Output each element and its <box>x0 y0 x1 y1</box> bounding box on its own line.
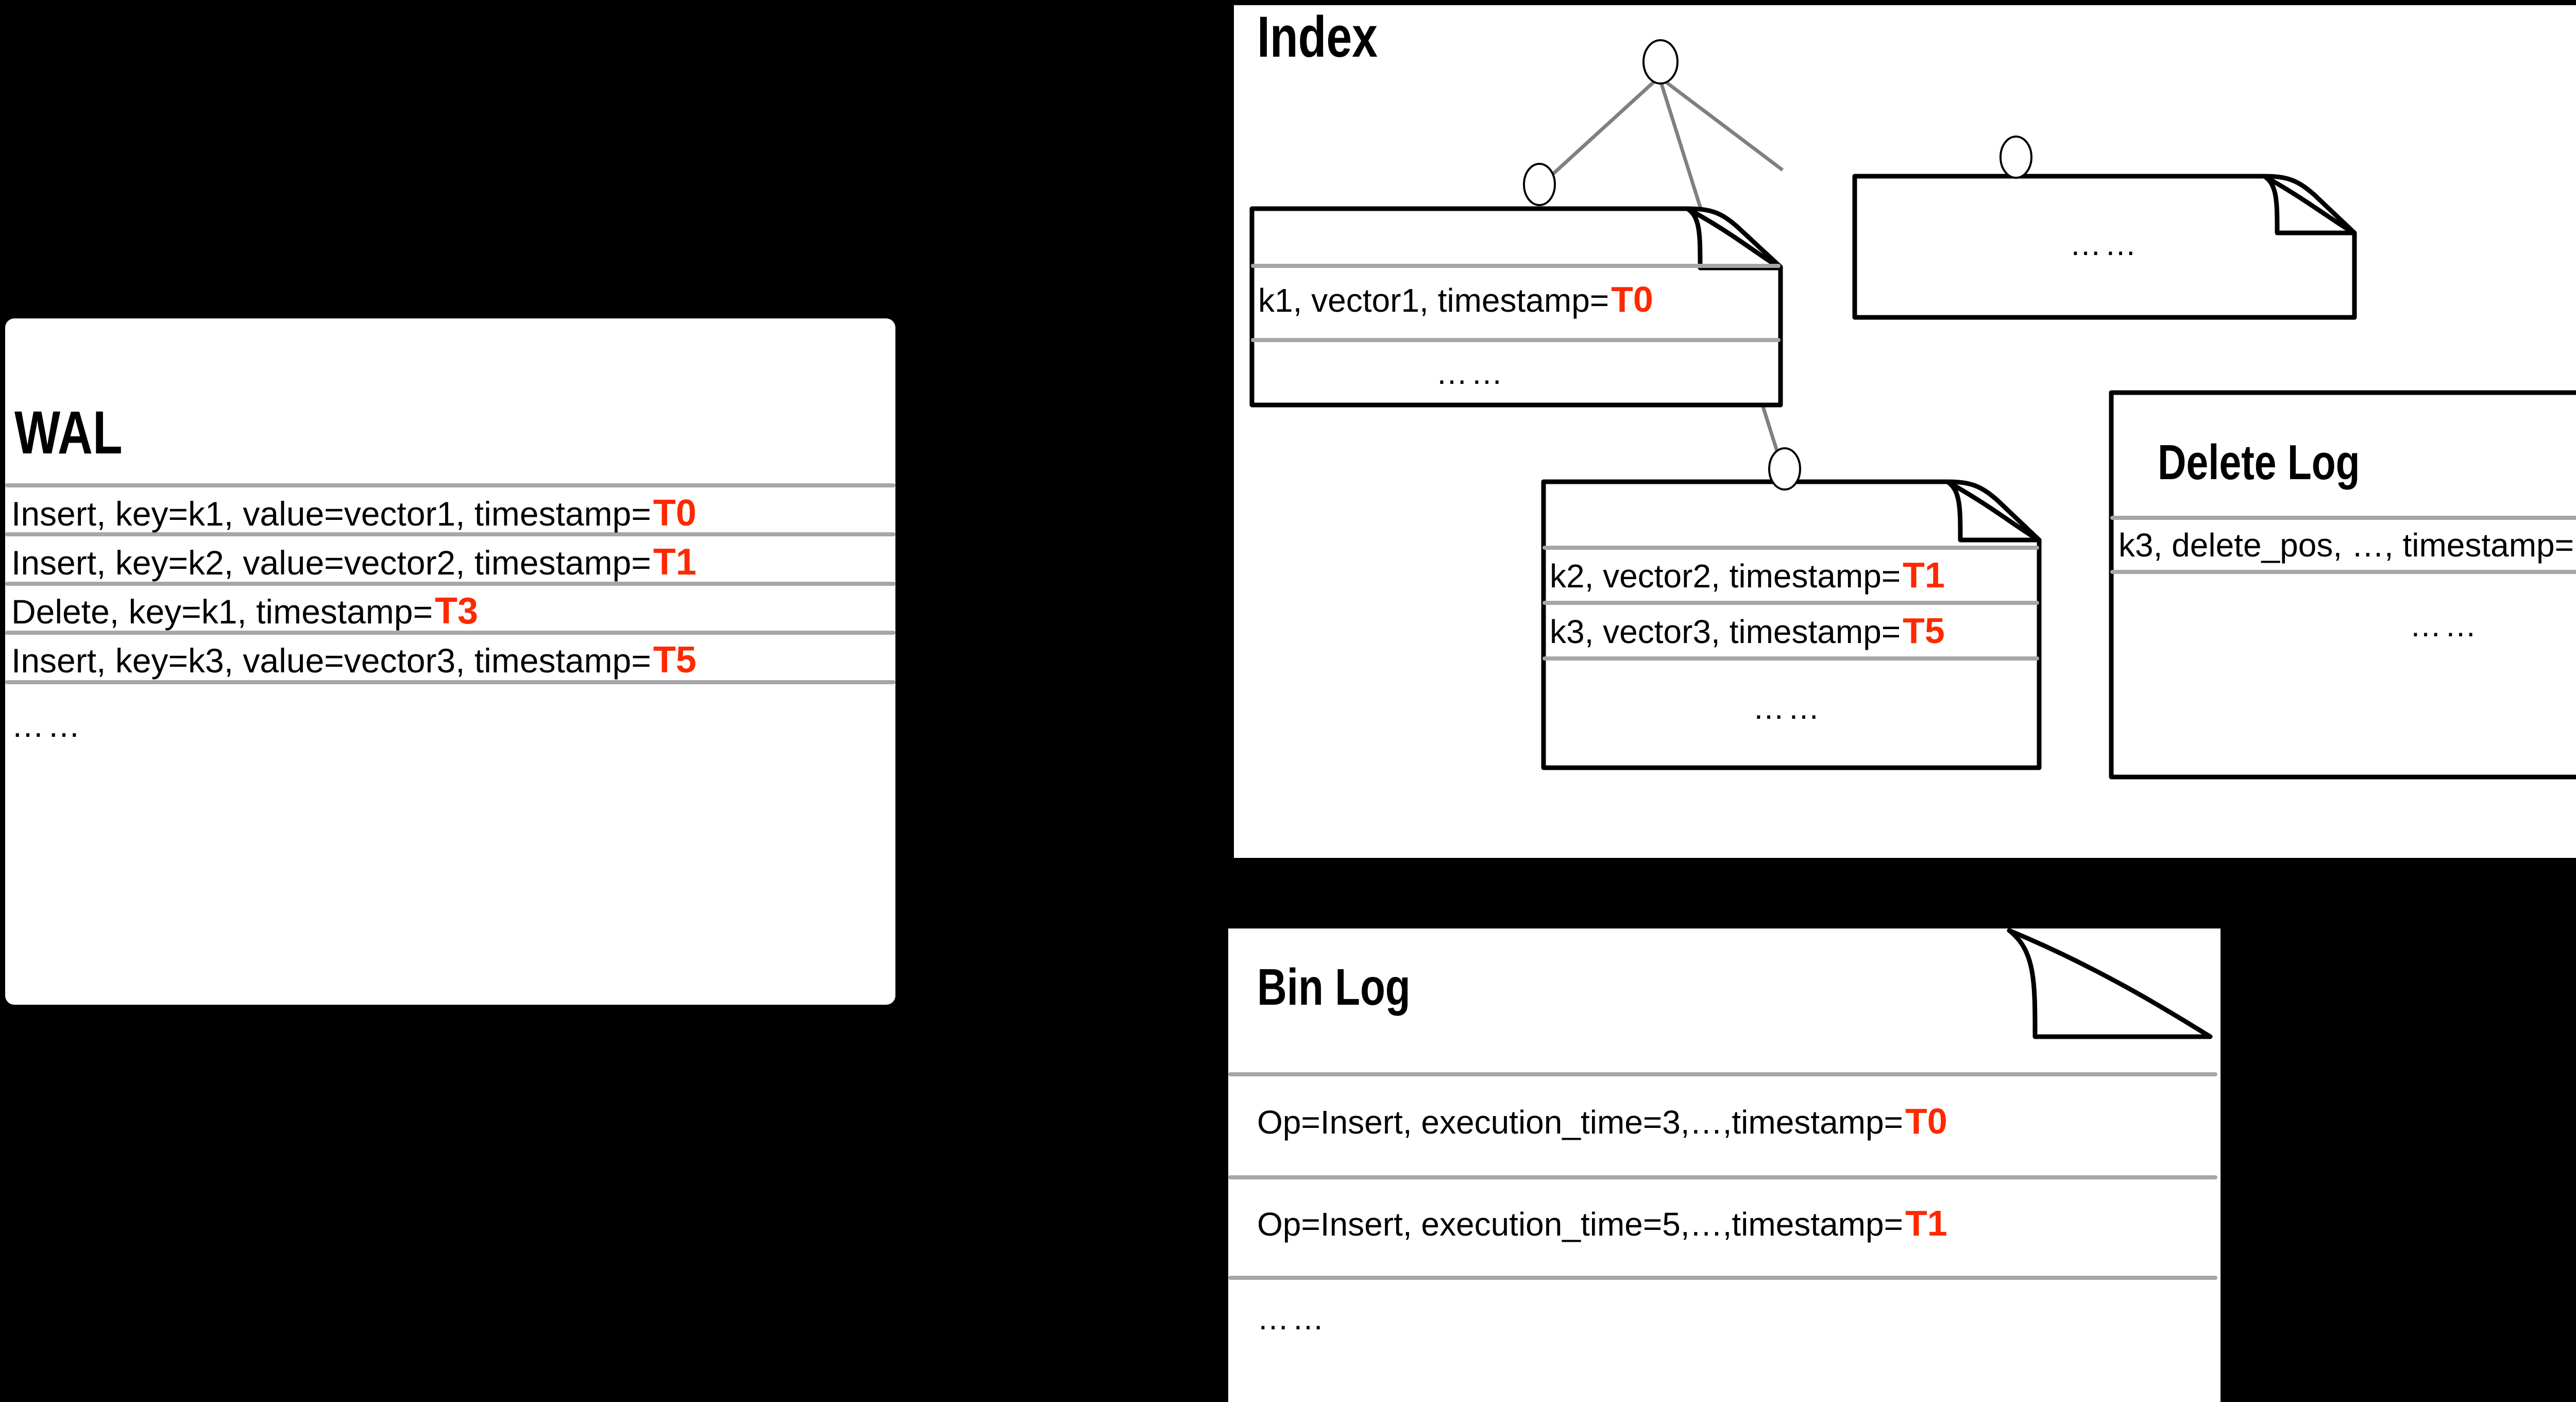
index-panel <box>1234 5 2576 858</box>
bin-log-panel <box>1228 928 2221 1402</box>
wal-panel: WAL <box>5 318 895 1005</box>
